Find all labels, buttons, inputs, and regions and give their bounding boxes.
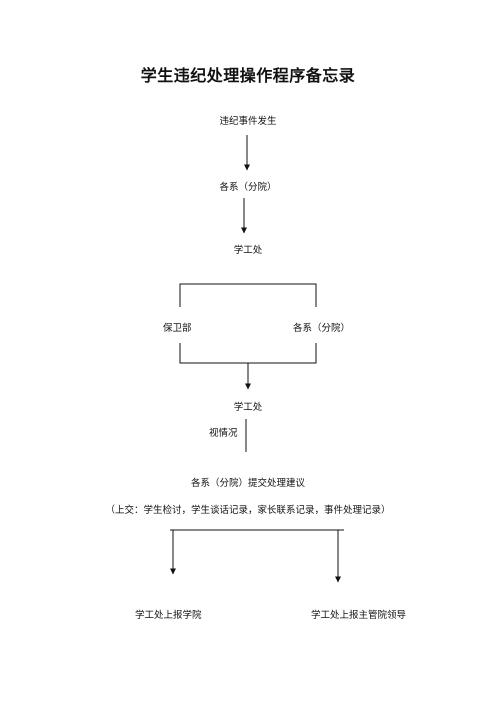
step-incident: 违纪事件发生: [219, 116, 277, 127]
step-materials: （上交：学生检讨，学生谈话记录，家长联系记录，事件处理记录）: [105, 505, 391, 516]
step-dept-2: 各系（分院）: [293, 323, 351, 334]
bracket-merge: [179, 343, 317, 364]
step-student-affairs-2: 学工处: [233, 402, 263, 413]
page-title: 学生违纪处理操作程序备忘录: [140, 66, 356, 85]
step-security: 保卫部: [163, 323, 192, 334]
step-proposal: 各系（分院）提交处理建议: [190, 478, 305, 489]
step-report-college: 学工处上报学院: [135, 610, 202, 621]
step-dept-1: 各系（分院）: [219, 182, 277, 193]
condition-label: 视情况: [209, 428, 238, 439]
step-student-affairs-1: 学工处: [233, 245, 263, 256]
bracket-split: [179, 283, 317, 307]
step-report-leader: 学工处上报主管院领导: [311, 610, 407, 621]
